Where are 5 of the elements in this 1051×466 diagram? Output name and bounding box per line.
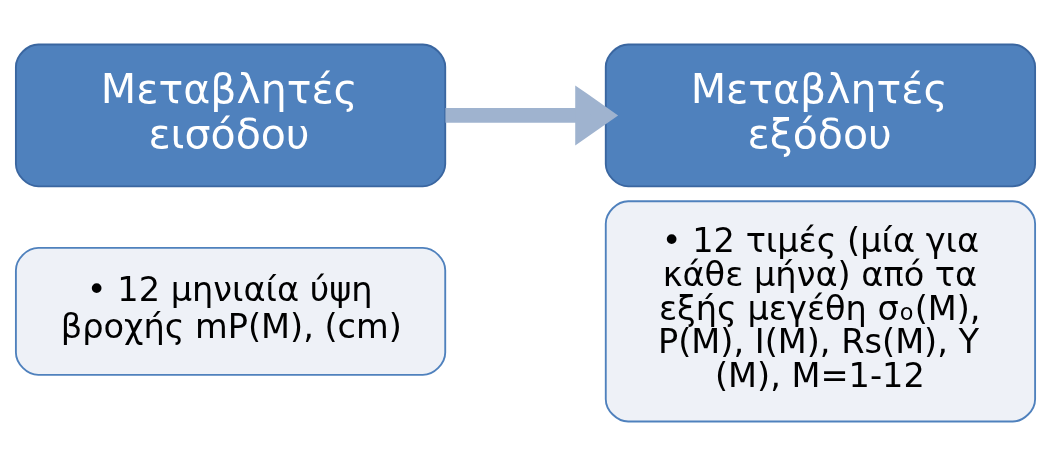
arrow — [445, 85, 619, 146]
node-box: • 12 μηνιαία ύψη βροχής mP(M), (cm) — [14, 247, 447, 376]
node-box: • 12 τιμές (μία για κάθε μήνα) από τα εξής μεγέθη σo(M), P(M), I(M), Rs(M), Y (M), M=1-12 — [604, 200, 1037, 423]
node-box: Μεταβλητές εξόδου — [604, 43, 1037, 188]
node-box: Μεταβλητές εισόδου — [14, 43, 447, 188]
